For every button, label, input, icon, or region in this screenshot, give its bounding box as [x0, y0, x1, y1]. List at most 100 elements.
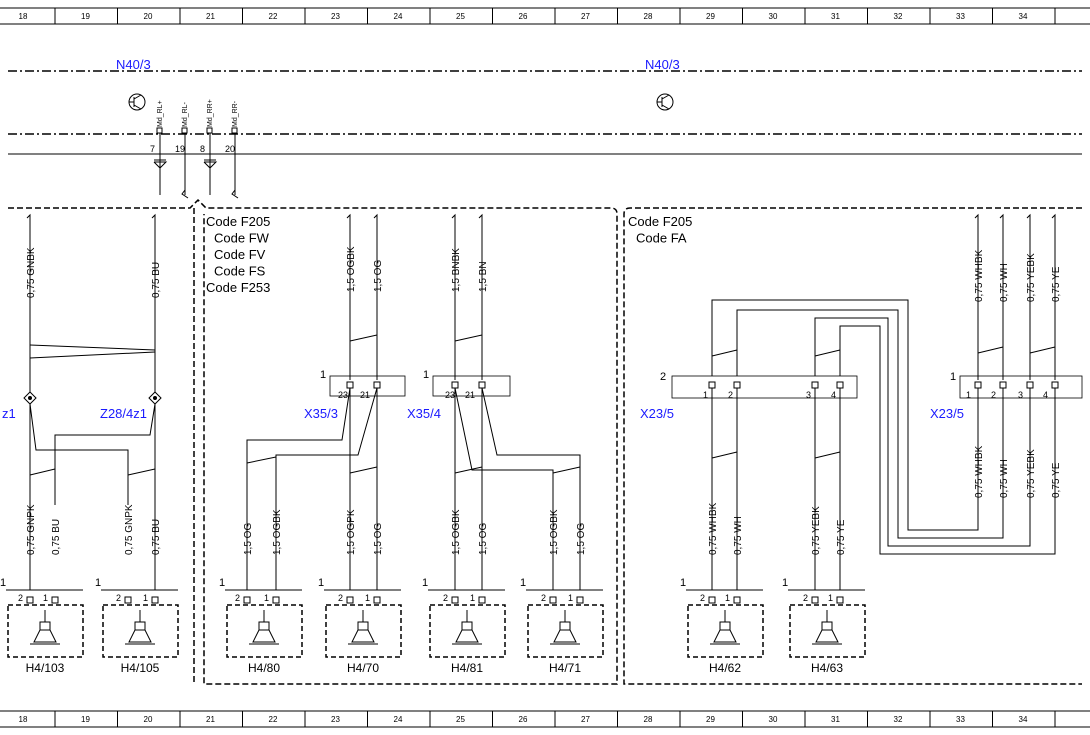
- pin-terminal: [272, 596, 280, 604]
- pin-terminal: [151, 596, 159, 604]
- harness-loop: [839, 325, 1056, 555]
- wire-route: [454, 387, 554, 590]
- connector-strip[interactable]: [329, 375, 406, 397]
- wire-break: [1026, 213, 1031, 226]
- speaker-pin: 2: [541, 593, 546, 603]
- connector-label[interactable]: X35/3: [304, 406, 338, 421]
- wire-label: 1,5 BN: [478, 261, 489, 292]
- pin-terminal: [1051, 381, 1059, 389]
- wire-label: 1,5 OG: [478, 523, 489, 555]
- pin-terminal: [51, 596, 59, 604]
- pin-terminal: [373, 596, 381, 604]
- pin-terminal: [1026, 381, 1034, 389]
- code-label: Code F205: [628, 214, 692, 229]
- pin-terminal: [156, 127, 163, 134]
- column-number: 27: [581, 715, 590, 724]
- column-number: 26: [519, 715, 528, 724]
- speaker-box: [7, 604, 84, 658]
- connector-label[interactable]: X23/5: [930, 406, 964, 421]
- speaker-label[interactable]: H4/70: [347, 661, 379, 675]
- pin-terminal: [576, 596, 584, 604]
- connector-pin: 21: [465, 390, 475, 400]
- connector-count: 1: [422, 577, 428, 589]
- speaker-pin: 2: [443, 593, 448, 603]
- column-number: 34: [1019, 715, 1028, 724]
- speaker-pin: 2: [700, 593, 705, 603]
- connector-strip[interactable]: [671, 375, 858, 399]
- speaker-pin: 2: [18, 593, 23, 603]
- shield-line: [977, 346, 1004, 354]
- pin-terminal: [974, 381, 982, 389]
- connector-pin: 2: [728, 390, 733, 400]
- connector-label[interactable]: Z28/4z1: [100, 406, 147, 421]
- speaker-icon: [348, 610, 378, 645]
- connector-pin: 1: [703, 390, 708, 400]
- connector-label[interactable]: X23/5: [640, 406, 674, 421]
- wire-route: [481, 387, 581, 590]
- wire-break: [451, 213, 456, 226]
- module-label-left[interactable]: N40/3: [116, 57, 151, 72]
- column-number: 18: [19, 12, 28, 21]
- module-label-right[interactable]: N40/3: [645, 57, 680, 72]
- connector-strip[interactable]: [959, 375, 1083, 399]
- connector-label-partial[interactable]: z1: [2, 406, 16, 421]
- module-pin-name: Md_RR+: [207, 99, 214, 127]
- wire-label: 0,75 WH: [999, 459, 1010, 498]
- pin-terminal: [124, 596, 132, 604]
- transistor-icon: [128, 93, 146, 111]
- wire-label: 1,5 OGBK: [346, 246, 357, 292]
- code-label: Code F253: [206, 280, 270, 295]
- speaker-icon: [550, 610, 580, 645]
- column-number: 32: [894, 715, 903, 724]
- column-number: 25: [456, 715, 465, 724]
- wire-label: 0,75 GNPK: [124, 504, 135, 555]
- connector-count: 1: [680, 577, 686, 589]
- speaker-pin: 1: [828, 593, 833, 603]
- pin-terminal: [346, 596, 354, 604]
- module-pin-number: 20: [225, 144, 235, 154]
- column-number: 22: [269, 715, 278, 724]
- pin-terminal: [708, 596, 716, 604]
- speaker-label[interactable]: H4/103: [26, 661, 65, 675]
- wire-label: 1,5 OGPK: [346, 509, 357, 555]
- speaker-pin: 1: [43, 593, 48, 603]
- speaker-label[interactable]: H4/80: [248, 661, 280, 675]
- connector-strip[interactable]: [432, 375, 511, 397]
- shield-line: [454, 466, 483, 474]
- pin-terminal: [708, 381, 716, 389]
- column-number: 31: [831, 715, 840, 724]
- pin-terminal: [811, 381, 819, 389]
- column-number: 33: [956, 12, 965, 21]
- speaker-label[interactable]: H4/81: [451, 661, 483, 675]
- connector-pin: 1: [966, 390, 971, 400]
- speaker-label[interactable]: H4/71: [549, 661, 581, 675]
- wire-label: 0,75 YEBK: [1026, 449, 1037, 498]
- column-number: 31: [831, 12, 840, 21]
- column-number: 19: [81, 715, 90, 724]
- speaker-label[interactable]: H4/105: [121, 661, 160, 675]
- wire-label: 1,5 OG: [576, 523, 587, 555]
- code-label: Code FV: [214, 247, 266, 262]
- shield-line: [29, 468, 56, 476]
- speaker-pin: 2: [803, 593, 808, 603]
- connector-count: 2: [660, 371, 666, 383]
- shield-line: [711, 451, 738, 459]
- connector-label[interactable]: X35/4: [407, 406, 441, 421]
- code-label: Code FW: [214, 231, 270, 246]
- speaker-icon: [125, 610, 155, 645]
- speaker-label[interactable]: H4/63: [811, 661, 843, 675]
- shield-line: [814, 349, 841, 357]
- pin-terminal: [231, 127, 238, 134]
- connector-count: 1: [520, 577, 526, 589]
- speaker-label[interactable]: H4/62: [709, 661, 741, 675]
